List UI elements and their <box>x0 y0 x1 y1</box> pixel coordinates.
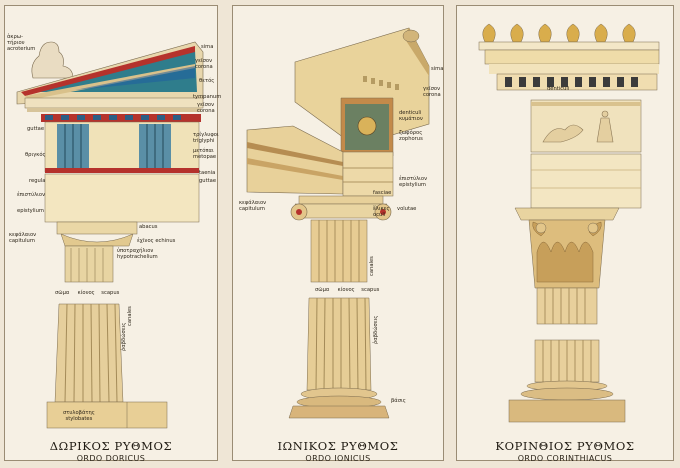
label-acroterion: ἀκρω- τήριον acroterium <box>7 34 36 52</box>
ionic-order-illustration <box>246 27 430 419</box>
label-geison: γεῖσον corona <box>195 58 213 70</box>
doric-title: ΔΩΡΙΚΟΣ ΡΥΘΜΟΣ <box>49 439 173 453</box>
ionic-title: ΙΩΝΙΚΟΣ ΡΥΘΜΟΣ <box>277 439 399 453</box>
label-sima: sima <box>201 44 214 50</box>
label-stylobate: στυλοβάτης stylobates <box>63 410 95 422</box>
label-thrigkos: θριγκός <box>25 152 46 158</box>
label-flutes: ῥαβδώσεις <box>373 315 379 344</box>
label-canales: canales <box>127 306 133 326</box>
ionic-subtitle: ORDO IONICUS <box>305 454 371 463</box>
doric-order-panel: ἀκρω- τήριον acroterium sima γεῖσον coro… <box>4 5 222 463</box>
corinthian-order-illustration <box>478 23 660 423</box>
label-shaft: σῶμα κίονος scapus <box>315 287 380 293</box>
label-epistylion: ἐπιστύλιον epistylium <box>399 176 427 188</box>
ionic-order-panel: sima γεῖσον corona denticuli κυμάτιον ζω… <box>232 5 444 463</box>
label-guttae-lower: guttae <box>199 178 217 184</box>
label-denticuli: denticuli <box>547 86 570 92</box>
doric-order-illustration <box>16 41 204 429</box>
label-basis: βάσις <box>391 398 406 404</box>
label-helikes: ἕλικες oculi <box>373 206 390 218</box>
label-echinus: ἐχῖνος echinus <box>137 238 176 244</box>
corinthian-order-panel: denticuli ΚΟΡΙΝΘΙΟΣ ΡΥΘΜΟΣ ORDO CORINTHI… <box>456 5 674 463</box>
label-sima: sima <box>431 66 444 72</box>
label-regula: regula <box>29 178 46 184</box>
label-metopes: μετόπαι metopae <box>193 148 217 160</box>
doric-subtitle: ORDO DORICUS <box>76 454 146 463</box>
label-hypotrachelion: ὑποτραχήλιον hypotrachelium <box>117 248 158 260</box>
label-geison-lower: γεῖσον corona <box>197 102 215 114</box>
label-guttae-upper: guttae <box>27 126 45 132</box>
label-canales: canales <box>369 256 375 276</box>
label-tympanum: tympanum <box>193 94 222 100</box>
label-epistylium: epistylium <box>17 208 44 214</box>
label-capital: κεφάλαιον capitulum <box>9 232 37 244</box>
label-epistylion: ἐπιστύλιον <box>17 192 45 198</box>
label-taenia: taenia <box>199 170 216 176</box>
corinthian-subtitle: ORDO CORINTHIACUS <box>517 454 613 463</box>
label-fasciae: fasciae <box>373 190 392 196</box>
label-denticuli: denticuli κυμάτιον <box>399 110 423 122</box>
label-shaft: σῶμα κίονος scapus <box>55 290 120 296</box>
label-volutae: volutae <box>397 206 417 212</box>
label-capital: κεφάλαιον capitulum <box>239 200 267 212</box>
label-geison: γεῖσον corona <box>423 86 441 98</box>
label-flutes: ῥαβδώσεις <box>121 322 127 351</box>
corinthian-title: ΚΟΡΙΝΘΙΟΣ ΡΥΘΜΟΣ <box>495 439 635 453</box>
label-abacus: abacus <box>139 224 158 230</box>
label-triglyphs: τρίγλυφοι triglyphi <box>193 132 219 144</box>
label-thetos: θετός <box>199 78 215 84</box>
label-zophoros: ζωφόρος zophorus <box>399 130 423 142</box>
